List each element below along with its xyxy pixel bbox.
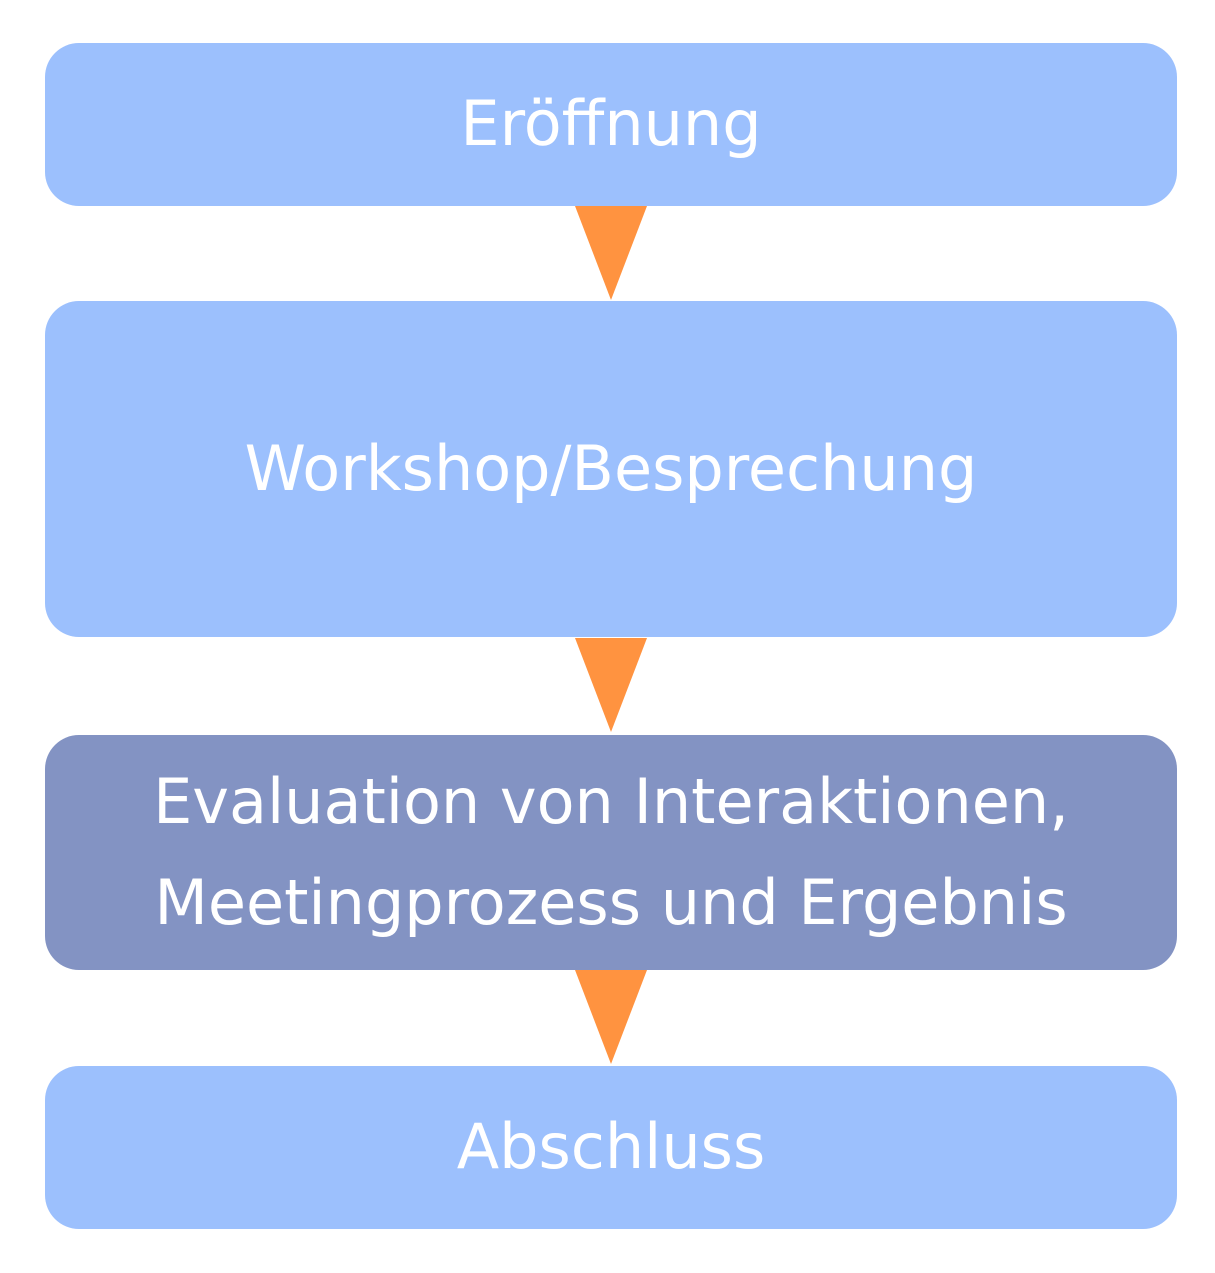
step-evaluation: Evaluation von Interaktionen, Meetingpro…: [45, 735, 1177, 970]
down-arrow-icon: [575, 206, 647, 300]
step-label: Eröffnung: [460, 87, 762, 161]
down-arrow-icon: [575, 638, 647, 732]
step-label: Evaluation von Interaktionen, Meetingpro…: [153, 765, 1069, 939]
step-workshop: Workshop/Besprechung: [45, 301, 1177, 637]
step-eroeffnung: Eröffnung: [45, 43, 1177, 206]
step-abschluss: Abschluss: [45, 1066, 1177, 1229]
step-label: Workshop/Besprechung: [244, 431, 978, 505]
step-label: Abschluss: [456, 1110, 766, 1184]
down-arrow-icon: [575, 970, 647, 1064]
